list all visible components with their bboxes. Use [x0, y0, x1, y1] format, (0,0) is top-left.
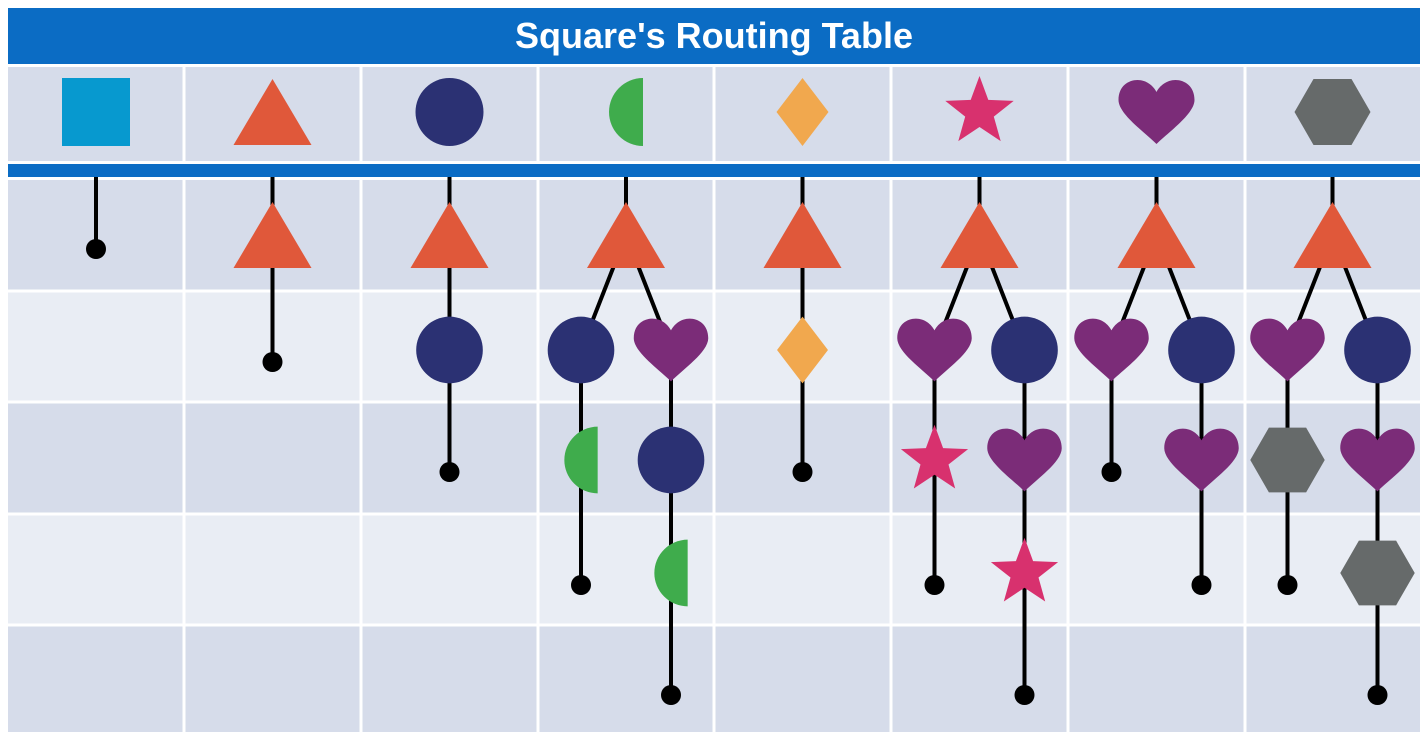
- circle-icon: [416, 316, 483, 384]
- triangle-icon: [1117, 202, 1196, 268]
- triangle-icon: [940, 202, 1019, 268]
- route-column: [233, 177, 312, 372]
- route-column: [897, 177, 1062, 705]
- triangle-icon: [410, 202, 489, 268]
- heart-icon: [1340, 428, 1415, 492]
- heart-icon: [1074, 318, 1149, 382]
- circle-icon: [991, 316, 1058, 384]
- triangle-icon: [233, 79, 312, 145]
- circle-icon: [1168, 316, 1235, 384]
- star-icon: [945, 76, 1014, 142]
- hexagon-icon: [1340, 540, 1415, 606]
- diamond-icon: [776, 78, 829, 146]
- route-column: [547, 177, 709, 705]
- circle-icon: [637, 426, 705, 494]
- circle-icon: [1344, 316, 1411, 384]
- triangle-icon: [1293, 202, 1372, 268]
- route-column: [1074, 177, 1239, 595]
- destination-header: [62, 76, 1371, 146]
- circle-icon: [547, 316, 615, 384]
- hexagon-icon: [1294, 79, 1371, 145]
- heart-icon: [633, 318, 709, 382]
- routes: [86, 177, 1415, 705]
- half-circle-icon: [564, 426, 598, 494]
- route-end-dot: [86, 239, 106, 259]
- route-end-dot: [1191, 575, 1212, 595]
- route-end-dot: [1014, 685, 1035, 705]
- triangle-icon: [587, 202, 665, 268]
- header-separator: [8, 164, 1420, 177]
- star-icon: [990, 537, 1059, 602]
- half-circle-icon: [609, 78, 643, 146]
- table-grid: [8, 67, 1420, 732]
- route-end-dot: [924, 575, 945, 595]
- diamond-icon: [777, 316, 828, 384]
- page-title: Square's Routing Table: [515, 15, 913, 56]
- route-column: [763, 177, 842, 482]
- star-icon: [900, 424, 969, 489]
- route-end-dot: [661, 685, 681, 705]
- route-column: [410, 177, 489, 482]
- heart-icon: [897, 318, 972, 382]
- triangle-icon: [233, 202, 312, 268]
- half-circle-icon: [654, 539, 688, 607]
- heart-icon: [1164, 428, 1239, 492]
- route-end-dot: [1101, 462, 1122, 482]
- route-end-dot: [1367, 685, 1388, 705]
- route-end-dot: [792, 462, 813, 482]
- route-column: [86, 177, 106, 259]
- hexagon-icon: [1250, 427, 1325, 493]
- heart-icon: [1250, 318, 1325, 382]
- square-icon: [62, 78, 130, 146]
- heart-icon: [987, 428, 1062, 492]
- title-bar: Square's Routing Table: [8, 8, 1420, 64]
- triangle-icon: [763, 202, 842, 268]
- circle-icon: [415, 78, 484, 146]
- route-end-dot: [439, 462, 460, 482]
- route-column: [1250, 177, 1415, 705]
- heart-icon: [1118, 80, 1195, 144]
- route-end-dot: [262, 352, 283, 372]
- route-end-dot: [571, 575, 591, 595]
- route-end-dot: [1277, 575, 1298, 595]
